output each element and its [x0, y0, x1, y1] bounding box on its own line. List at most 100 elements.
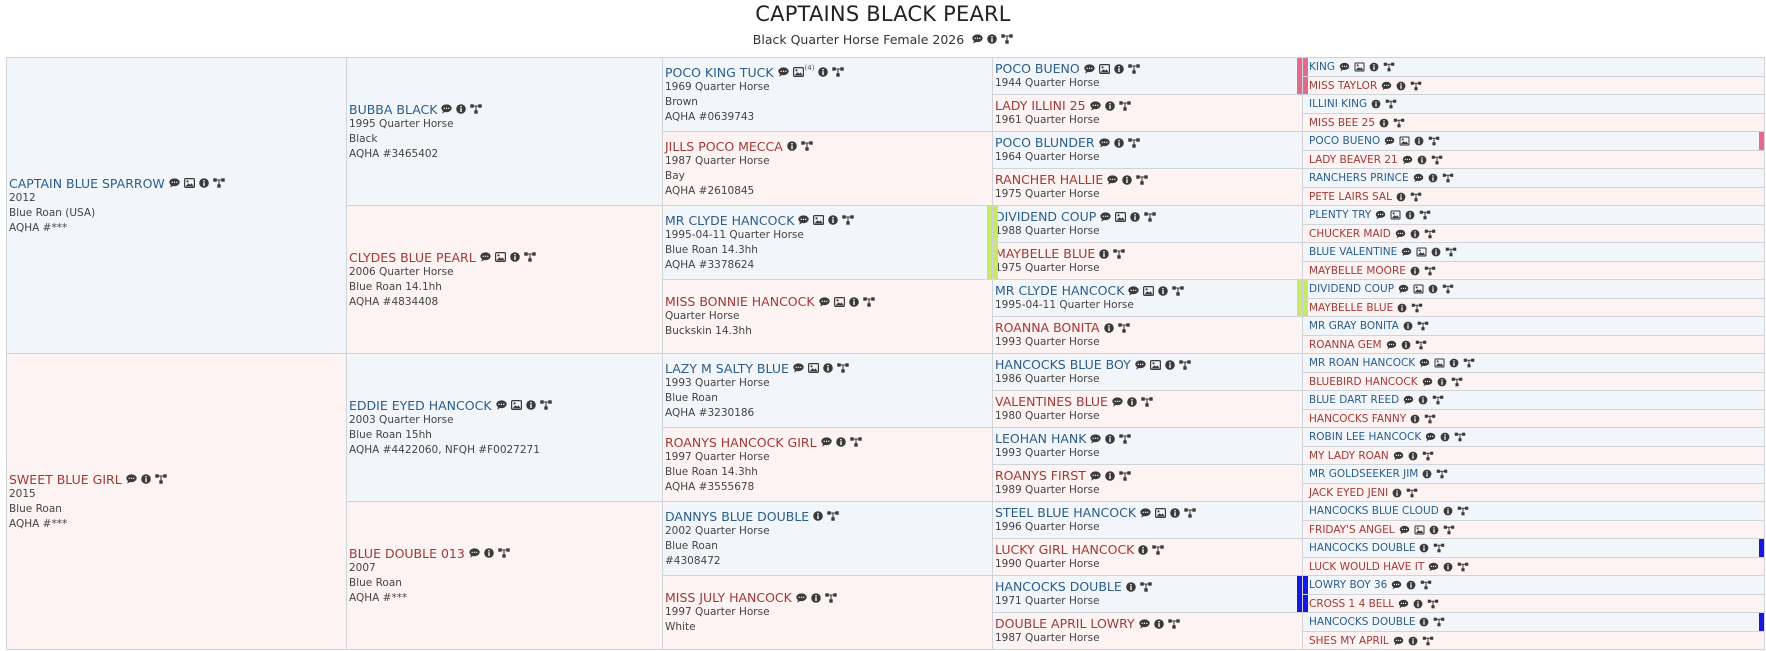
comment-icon[interactable]: [469, 548, 480, 558]
info-icon[interactable]: [1396, 192, 1406, 202]
info-icon[interactable]: [1401, 340, 1411, 350]
horse-name-link[interactable]: STEEL BLUE HANCOCK: [995, 505, 1137, 520]
comment-icon[interactable]: [818, 296, 830, 307]
horse-name-link[interactable]: BLUE DART REED: [1309, 394, 1400, 406]
horse-name-link[interactable]: VALENTINES BLUE: [995, 394, 1108, 409]
info-icon[interactable]: [811, 592, 821, 603]
info-icon[interactable]: [823, 363, 833, 373]
image-icon[interactable]: [1414, 524, 1425, 535]
horse-name-link[interactable]: MAYBELLE MOORE: [1309, 264, 1406, 277]
horse-name-link[interactable]: LADY ILLINI 25: [995, 98, 1086, 113]
info-icon[interactable]: [1437, 377, 1447, 387]
comment-icon[interactable]: [1112, 396, 1123, 407]
horse-name-link[interactable]: LUCK WOULD HAVE IT: [1309, 560, 1425, 573]
info-icon[interactable]: [1440, 432, 1450, 442]
image-icon[interactable]: [807, 363, 819, 373]
info-icon[interactable]: [1410, 414, 1420, 424]
comment-icon[interactable]: [1138, 618, 1150, 629]
horse-name-link[interactable]: ROANYS HANCOCK GIRL: [665, 434, 817, 450]
tree-icon[interactable]: [1432, 395, 1444, 405]
info-icon[interactable]: [818, 67, 829, 77]
horse-name-link[interactable]: MR CLYDE HANCOCK: [995, 283, 1125, 298]
tree-icon[interactable]: [849, 437, 862, 447]
horse-name-link[interactable]: MISS JULY HANCOCK: [665, 590, 792, 605]
horse-name-link[interactable]: KING: [1309, 61, 1335, 73]
horse-name-link[interactable]: SWEET BLUE GIRL: [9, 471, 122, 487]
comment-icon[interactable]: [1090, 470, 1101, 481]
info-icon[interactable]: [787, 141, 797, 151]
tree-icon[interactable]: [1001, 34, 1013, 44]
comment-icon[interactable]: [1098, 137, 1110, 148]
horse-name-link[interactable]: HANCOCKS DOUBLE: [1309, 616, 1416, 628]
tree-icon[interactable]: [539, 400, 552, 410]
horse-name-link[interactable]: HANCOCKS DOUBLE: [1309, 542, 1416, 554]
image-icon[interactable]: [494, 252, 506, 262]
horse-name-link[interactable]: DIVIDEND COUP: [1309, 283, 1395, 295]
horse-name-link[interactable]: RANCHER HALLIE: [995, 172, 1104, 187]
tree-icon[interactable]: [1410, 192, 1422, 202]
horse-name-link[interactable]: MR ROAN HANCOCK: [1309, 357, 1416, 369]
horse-name-link[interactable]: POCO BUENO: [995, 61, 1080, 76]
info-icon[interactable]: [987, 34, 997, 44]
tree-icon[interactable]: [1167, 618, 1180, 629]
comment-icon[interactable]: [1422, 377, 1433, 387]
comment-icon[interactable]: [1398, 599, 1409, 609]
tree-icon[interactable]: [1117, 322, 1130, 333]
horse-name-link[interactable]: LAZY M SALTY BLUE: [665, 360, 789, 376]
comment-icon[interactable]: [495, 400, 507, 410]
tree-icon[interactable]: [1152, 544, 1165, 555]
image-icon[interactable]: [792, 67, 804, 77]
info-icon[interactable]: [1379, 118, 1389, 128]
horse-name-link[interactable]: MAYBELLE BLUE: [1309, 301, 1394, 314]
tree-icon[interactable]: [1443, 525, 1455, 535]
comment-icon[interactable]: [793, 363, 804, 373]
info-icon[interactable]: [1130, 211, 1141, 222]
info-icon[interactable]: [1164, 359, 1175, 370]
tree-icon[interactable]: [1172, 285, 1185, 296]
info-icon[interactable]: [1422, 469, 1432, 479]
tree-icon[interactable]: [1422, 636, 1434, 646]
horse-name-link[interactable]: MISS BEE 25: [1309, 116, 1375, 129]
comment-icon[interactable]: [1384, 136, 1395, 146]
comment-icon[interactable]: [1393, 451, 1404, 461]
horse-name-link[interactable]: ROANNA BONITA: [995, 320, 1100, 335]
tree-icon[interactable]: [1424, 266, 1436, 276]
image-icon[interactable]: [1155, 507, 1167, 518]
tree-icon[interactable]: [1433, 617, 1445, 627]
image-icon[interactable]: [1399, 136, 1410, 146]
horse-name-link[interactable]: HANCOCKS BLUE BOY: [995, 357, 1131, 372]
tree-icon[interactable]: [1415, 340, 1427, 350]
comment-icon[interactable]: [1090, 433, 1102, 444]
info-icon[interactable]: [1428, 284, 1438, 294]
comment-icon[interactable]: [1100, 211, 1111, 222]
tree-icon[interactable]: [1128, 63, 1140, 74]
tree-icon[interactable]: [825, 592, 837, 603]
tree-icon[interactable]: [1442, 173, 1454, 183]
info-icon[interactable]: [1122, 174, 1133, 185]
horse-name-link[interactable]: PETE LAIRS SAL: [1309, 190, 1392, 203]
info-icon[interactable]: [1429, 525, 1439, 535]
info-icon[interactable]: [1410, 229, 1420, 239]
horse-name-link[interactable]: MR CLYDE HANCOCK: [665, 212, 795, 228]
tree-icon[interactable]: [1420, 580, 1432, 590]
info-icon[interactable]: [1138, 544, 1149, 555]
info-icon[interactable]: [1408, 451, 1418, 461]
tree-icon[interactable]: [1119, 470, 1131, 481]
horse-name-link[interactable]: FRIDAY'S ANGEL: [1309, 523, 1395, 536]
tree-icon[interactable]: [154, 474, 167, 484]
horse-name-link[interactable]: MR GRAY BONITA: [1309, 320, 1399, 332]
comment-icon[interactable]: [1398, 284, 1409, 294]
horse-name-link[interactable]: CHUCKER MAID: [1309, 227, 1391, 240]
info-icon[interactable]: [1105, 433, 1116, 444]
image-icon[interactable]: [833, 296, 845, 307]
horse-name-link[interactable]: DIVIDEND COUP: [995, 209, 1097, 224]
info-icon[interactable]: [1431, 247, 1441, 257]
horse-name-link[interactable]: JILLS POCO MECCA: [665, 138, 783, 154]
info-icon[interactable]: [1405, 210, 1415, 220]
tree-icon[interactable]: [862, 296, 875, 307]
horse-name-link[interactable]: LUCKY GIRL HANCOCK: [995, 542, 1135, 557]
horse-name-link[interactable]: LOWRY BOY 36: [1309, 579, 1388, 591]
comment-icon[interactable]: [1140, 507, 1151, 518]
info-icon[interactable]: [1414, 136, 1424, 146]
tree-icon[interactable]: [1442, 284, 1454, 294]
